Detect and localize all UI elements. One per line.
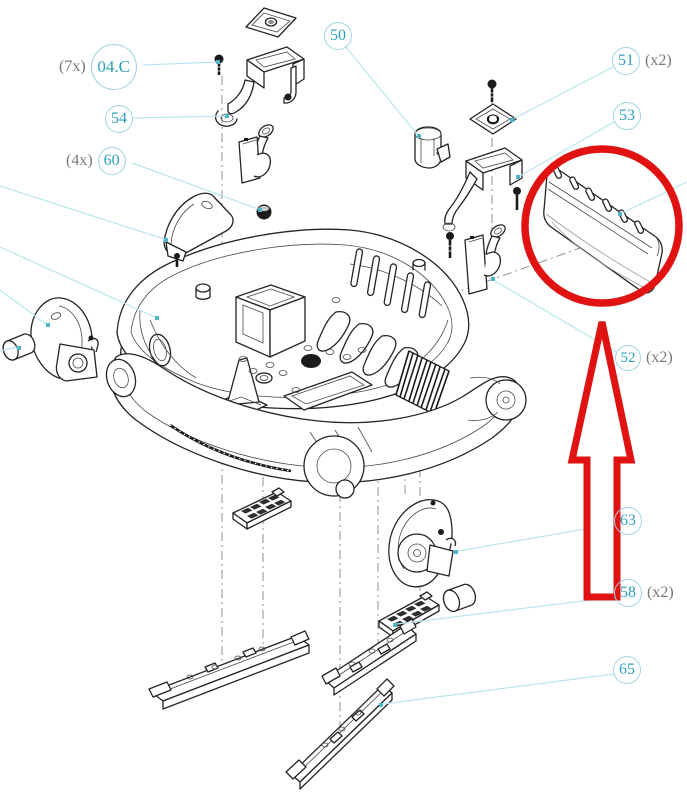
leader-58: [396, 596, 616, 625]
part-rail-middle: [321, 618, 417, 696]
part-roller-right: [442, 583, 477, 613]
callout-58-qty: (x2): [647, 584, 674, 601]
leader-cropped-left-3: [0, 289, 47, 325]
callout-54-bubble[interactable]: 54: [105, 105, 133, 133]
part-wedge-block-60: [163, 192, 234, 267]
callout-04c-bubble[interactable]: 04.C: [90, 44, 137, 90]
part-side-flap-left: [30, 297, 99, 382]
callout-52-qty: (x2): [646, 349, 673, 366]
callout-65-bubble[interactable]: 65: [613, 656, 641, 684]
chassis-back-wall-slots: [350, 248, 432, 319]
callout-04c-qty: (7x): [59, 58, 86, 75]
leader-dot: [17, 346, 21, 350]
leader-65: [382, 673, 615, 705]
part-side-flap-63: [388, 499, 457, 588]
part-screw-04c-right: [487, 79, 497, 102]
leader-cropped-left-1: [0, 185, 165, 240]
callout-63: 63: [614, 507, 642, 535]
leader-cropped-left-2: [0, 246, 156, 318]
callout-52-bubble[interactable]: 52: [615, 345, 641, 371]
callout-63-bubble[interactable]: 63: [614, 507, 642, 535]
callout-60: (4x) 60: [66, 147, 126, 175]
leader-dot: [379, 703, 383, 707]
part-main-chassis: [105, 228, 527, 499]
leader-54: [132, 115, 226, 119]
callout-65: 65: [613, 656, 641, 684]
part-deflector-flap-highlighted: [543, 165, 663, 294]
leader-dot: [516, 175, 520, 179]
leader-dot: [155, 316, 159, 320]
chassis-hatch-band: [395, 350, 450, 415]
part-clamp-bracket-54: [214, 46, 305, 127]
callout-51-bubble[interactable]: 51: [612, 47, 640, 75]
part-rail-65: [285, 678, 395, 790]
leader-dot: [491, 277, 495, 281]
leader-dot: [258, 208, 262, 212]
callout-51: 51 (x2): [612, 47, 672, 75]
part-grid-plate-58-left: [232, 487, 292, 530]
leader-dot: [46, 323, 50, 327]
part-latch-lever-left: [238, 124, 274, 184]
callout-04c: (7x) 04.C: [59, 44, 137, 90]
part-latch-lever-52: [464, 224, 506, 295]
part-square-nut-51: [469, 103, 517, 135]
leader-dot: [618, 212, 622, 216]
highlight-circle: [521, 145, 683, 307]
callout-53-bubble[interactable]: 53: [613, 102, 641, 130]
leader-dot: [454, 550, 458, 554]
leader-cropped-left-4: [0, 346, 18, 352]
callout-50: 50: [324, 22, 352, 50]
callout-58: 58 (x2): [614, 579, 674, 607]
leader-dot: [510, 118, 514, 122]
leader-dot: [216, 60, 220, 64]
callout-60-bubble[interactable]: 60: [97, 147, 126, 175]
flap-pins: [552, 165, 645, 234]
leader-cropped-right-flap: [621, 181, 687, 214]
grid-cells: [241, 494, 286, 519]
leader-lines: [0, 45, 687, 705]
leader-04c: [142, 61, 218, 66]
leader-dots: [17, 60, 622, 707]
callout-53: 53: [613, 102, 641, 130]
chassis-floor-holes: [248, 297, 367, 393]
leader-60: [131, 162, 259, 210]
leader-dot: [225, 114, 229, 118]
part-float-cylinder-50: [414, 126, 451, 169]
part-screw-04c: [214, 54, 224, 75]
leader-51: [512, 66, 614, 120]
part-rail-left: [148, 630, 310, 710]
callout-52: 52 (x2): [615, 345, 673, 371]
part-mounting-plate: [245, 7, 297, 38]
leader-50: [344, 45, 418, 135]
chassis-fins: [316, 310, 419, 388]
callout-54: 54: [105, 105, 133, 133]
callout-51-qty: (x2): [645, 52, 672, 69]
leader-dot: [393, 623, 397, 627]
callout-60-qty: (4x): [66, 152, 93, 169]
leader-dot: [417, 134, 421, 138]
leader-dot: [164, 238, 168, 242]
leader-53: [519, 121, 615, 177]
callout-58-bubble[interactable]: 58: [614, 579, 642, 607]
callout-50-bubble[interactable]: 50: [324, 22, 352, 50]
